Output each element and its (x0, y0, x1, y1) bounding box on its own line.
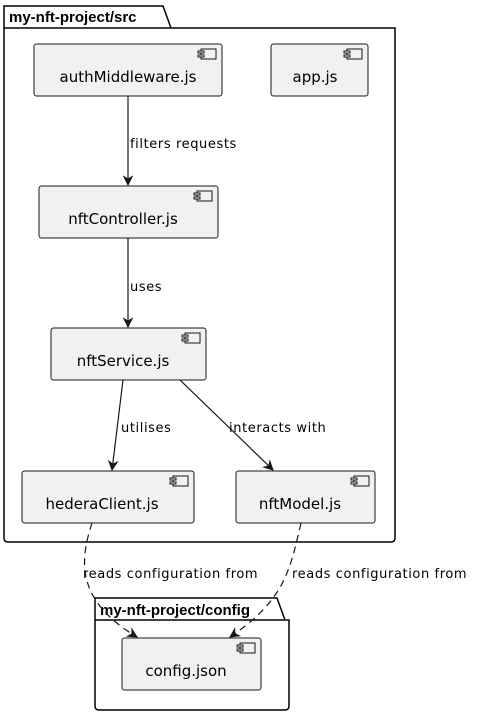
component-icon (197, 48, 217, 60)
edge-utilises: utilises (107, 379, 172, 472)
edge-uses: uses (122, 238, 162, 329)
package-src-title: my-nft-project/src (9, 9, 137, 26)
component-icon (343, 48, 363, 60)
component-icon (181, 332, 201, 344)
component-icon (350, 475, 370, 487)
component-auth-middleware[interactable]: authMiddleware.js (33, 43, 223, 97)
edge-label: reads configuration from (292, 567, 467, 582)
component-nft-controller[interactable]: nftController.js (38, 185, 219, 239)
component-config-json[interactable]: config.json (121, 637, 262, 691)
component-label: nftController.js (68, 210, 178, 228)
edge-reads-config-left: reads configuration from (83, 522, 258, 638)
component-icon (169, 475, 189, 487)
component-label: authMiddleware.js (60, 68, 197, 86)
edge-label: reads configuration from (83, 567, 258, 582)
component-nft-service[interactable]: nftService.js (50, 327, 207, 381)
package-config-title: my-nft-project/config (100, 602, 250, 619)
edge-filters-requests: filters requests (122, 96, 237, 187)
component-label: config.json (145, 662, 226, 680)
component-icon (193, 190, 213, 202)
component-label: nftModel.js (259, 495, 341, 513)
package-src: my-nft-project/src (3, 5, 396, 543)
edge-label: utilises (121, 421, 172, 436)
edge-label: uses (130, 280, 162, 295)
component-hedera-client[interactable]: hederaClient.js (21, 470, 195, 524)
edge-interacts-with: interacts with (179, 379, 326, 471)
component-icon (236, 642, 256, 654)
component-app[interactable]: app.js (270, 43, 369, 97)
component-label: hederaClient.js (45, 495, 158, 513)
component-label: nftService.js (77, 352, 170, 370)
edge-label: interacts with (229, 421, 326, 436)
edge-reads-config-right: reads configuration from (229, 522, 467, 638)
component-label: app.js (293, 68, 338, 86)
component-nft-model[interactable]: nftModel.js (235, 470, 376, 524)
edge-label: filters requests (130, 137, 237, 152)
